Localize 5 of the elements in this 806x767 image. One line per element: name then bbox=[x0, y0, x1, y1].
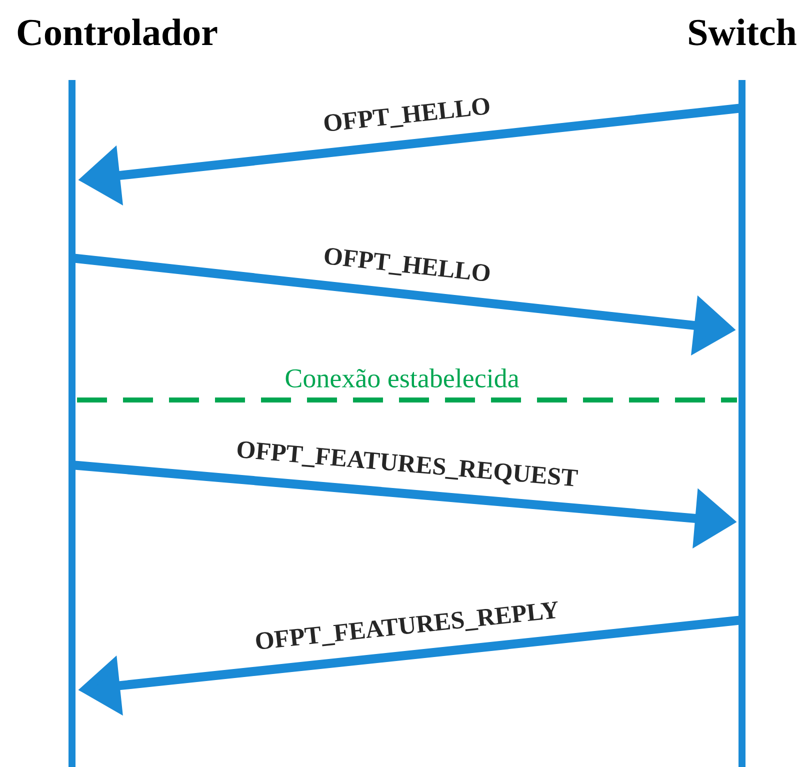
participant-heading: Controlador bbox=[18, 18, 218, 46]
edge-label: OFPT_HELLO bbox=[324, 98, 490, 132]
edge-label: Conexão estabelecida bbox=[286, 368, 519, 388]
edge-label: OFPT_HELLO bbox=[324, 248, 490, 282]
participant-heading: Switch bbox=[689, 18, 796, 46]
